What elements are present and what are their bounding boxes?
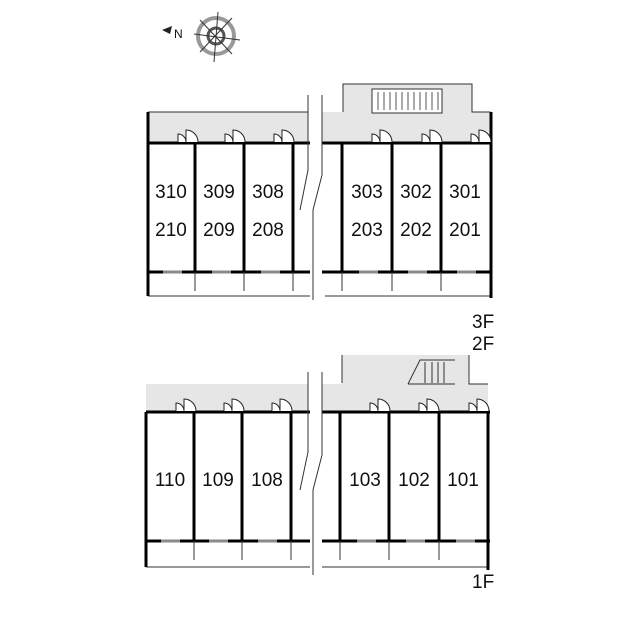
unit-302: 302 — [400, 182, 432, 203]
unit-310: 310 — [155, 182, 187, 203]
door-icon — [426, 398, 440, 412]
unit-303: 303 — [351, 182, 383, 203]
unit-109: 109 — [202, 470, 234, 491]
svg-text:N: N — [174, 27, 183, 41]
door-icon — [231, 398, 245, 412]
break-line — [299, 372, 323, 575]
compass-icon: N — [162, 11, 241, 63]
door-icon — [429, 129, 443, 143]
unit-108: 108 — [251, 470, 283, 491]
unit-309: 309 — [203, 182, 235, 203]
door-icon — [478, 129, 492, 143]
stairs-icon — [407, 359, 455, 385]
break-line — [299, 95, 323, 300]
unit-103: 103 — [349, 470, 381, 491]
unit-210: 210 — [155, 220, 187, 241]
door-icon — [185, 129, 199, 143]
door-icon — [476, 398, 490, 412]
unit-101: 101 — [447, 470, 479, 491]
unit-203: 203 — [351, 220, 383, 241]
unit-308: 308 — [252, 182, 284, 203]
door-icon — [377, 398, 391, 412]
lower-floor-plan: 110 109 108 103 102 101 — [144, 355, 490, 575]
unit-202: 202 — [400, 220, 432, 241]
unit-102: 102 — [398, 470, 430, 491]
upper-floor-plan: 310 309 308 303 302 301 210 209 208 203 … — [146, 83, 493, 300]
floor-label-3f: 3F — [472, 312, 494, 333]
door-icon — [379, 129, 393, 143]
unit-201: 201 — [449, 220, 481, 241]
unit-208: 208 — [252, 220, 284, 241]
floor-label-1f: 1F — [472, 572, 494, 593]
door-icon — [183, 398, 197, 412]
unit-209: 209 — [203, 220, 235, 241]
unit-110: 110 — [155, 470, 185, 491]
door-icon — [232, 129, 246, 143]
door-icon — [281, 129, 295, 143]
unit-301: 301 — [449, 182, 481, 203]
door-icon — [279, 398, 293, 412]
floor-label-2f: 2F — [472, 334, 494, 355]
